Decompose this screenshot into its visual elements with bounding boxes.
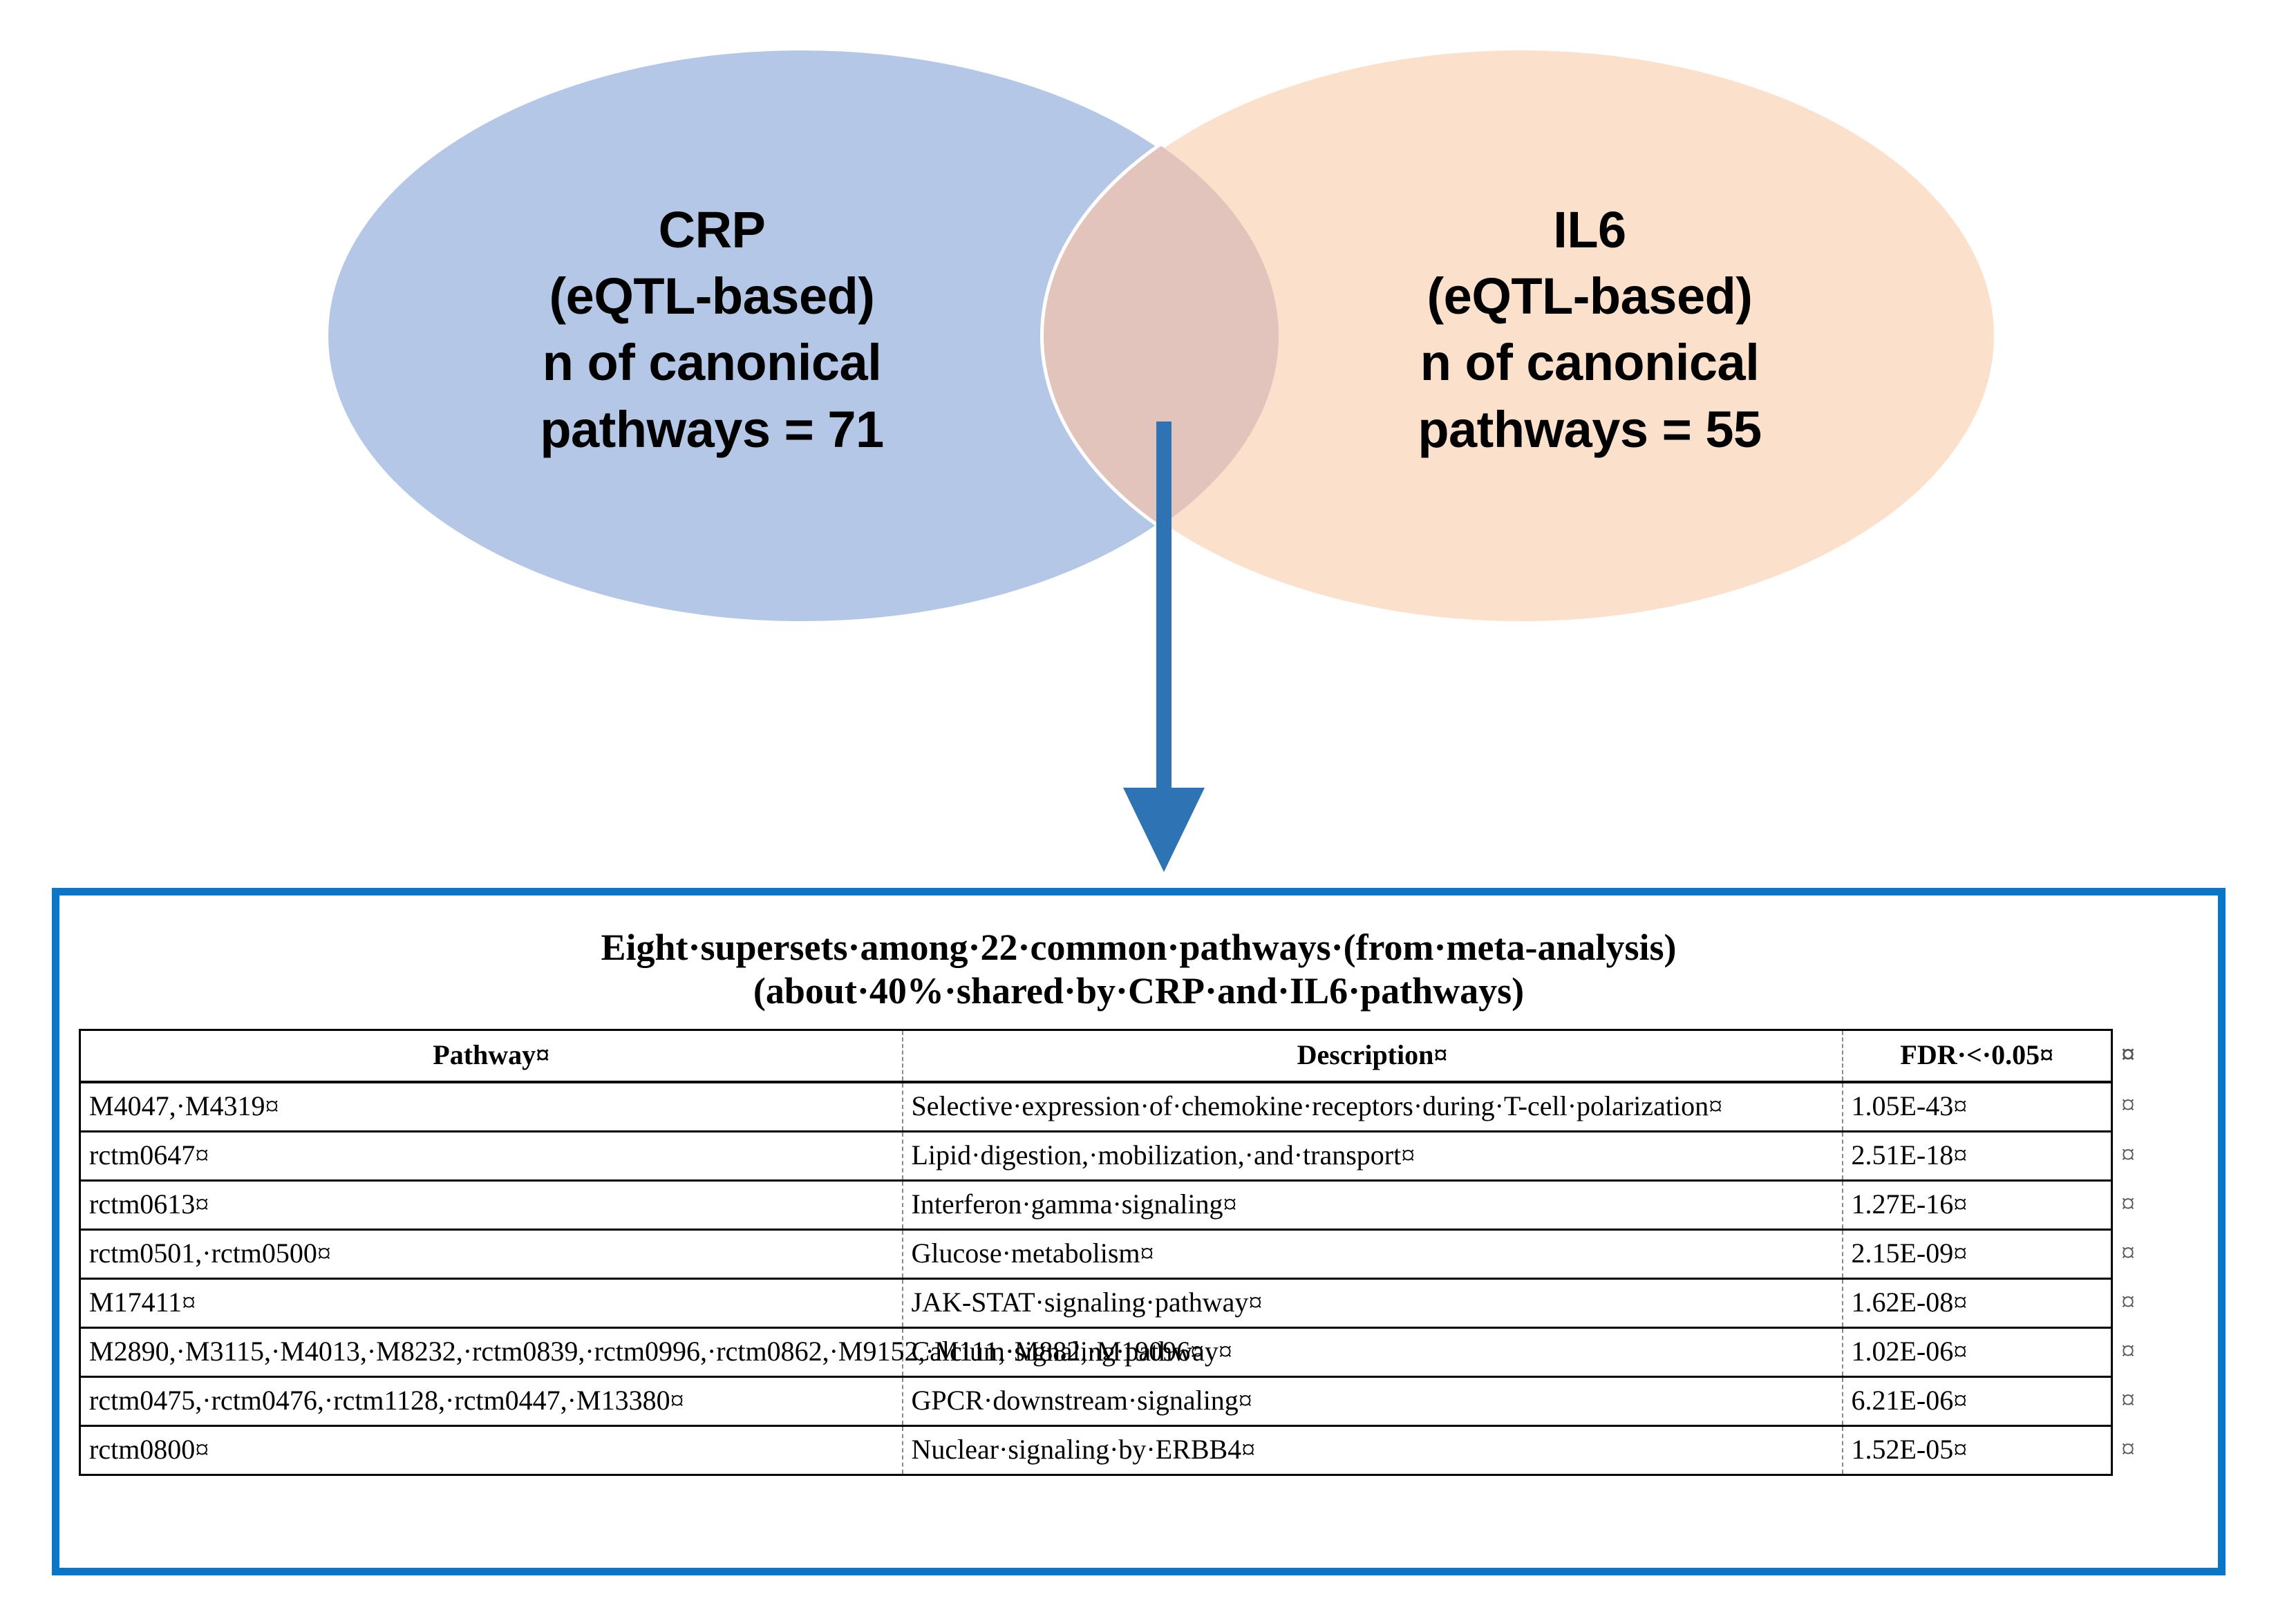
venn-label-crp: CRP (eQTL-based) n of canonical pathways… (456, 197, 968, 463)
cell-fdr: 6.21E-06¤ (1841, 1376, 2113, 1428)
column-header-description: Description¤ (901, 1029, 1843, 1084)
pathway-table: Pathway¤ Description¤ FDR·<·0.05¤ ¤ M404… (79, 1029, 2169, 1477)
venn-shapes (325, 47, 1997, 872)
cell-row-end: ¤ (2111, 1376, 2169, 1426)
venn-crp-line-3: n of canonical (542, 334, 882, 392)
cell-row-end: ¤ (2111, 1131, 2169, 1181)
table-row: M17411¤ JAK-STAT·signaling·pathway¤ 1.62… (79, 1278, 2169, 1329)
arrow-down-icon (1123, 421, 1205, 872)
cell-description: Nuclear·signaling·by·ERBB4¤ (901, 1425, 1843, 1477)
venn-il6-line-2: (eQTL-based) (1427, 267, 1753, 325)
cell-description: Glucose·metabolism¤ (901, 1229, 1843, 1280)
table-row: rctm0501,·rctm0500¤ Glucose·metabolism¤ … (79, 1229, 2169, 1280)
cell-fdr: 1.05E-43¤ (1841, 1081, 2113, 1133)
cell-description: GPCR·downstream·signaling¤ (901, 1376, 1843, 1428)
results-box: Eight·supersets·among·22·common·pathways… (52, 888, 2226, 1575)
column-header-row-end: ¤ (2111, 1030, 2169, 1083)
table-row: rctm0613¤ Interferon·gamma·signaling¤ 1.… (79, 1179, 2169, 1231)
venn-il6-line-1: IL6 (1553, 201, 1626, 258)
cell-pathway: rctm0501,·rctm0500¤ (79, 1229, 903, 1280)
cell-row-end: ¤ (2111, 1082, 2169, 1132)
cell-fdr: 2.51E-18¤ (1841, 1130, 2113, 1182)
cell-description: Selective·expression·of·chemokine·recept… (901, 1081, 1843, 1133)
venn-crp-line-2: (eQTL-based) (549, 267, 875, 325)
table-row: M4047,·M4319¤ Selective·expression·of·ch… (79, 1081, 2169, 1133)
table-row: rctm0475,·rctm0476,·rctm1128,·rctm0447,·… (79, 1376, 2169, 1428)
venn-diagram: CRP (eQTL-based) n of canonical pathways… (325, 47, 1997, 872)
cell-fdr: 1.52E-05¤ (1841, 1425, 2113, 1477)
table-header-row: Pathway¤ Description¤ FDR·<·0.05¤ ¤ (79, 1029, 2169, 1084)
venn-il6-line-4: pathways = 55 (1418, 400, 1762, 458)
cell-pathway: rctm0613¤ (79, 1179, 903, 1231)
table-row: M2890,·M3115,·M4013,·M8232,·rctm0839,·rc… (79, 1327, 2169, 1378)
venn-crp-line-4: pathways = 71 (540, 400, 884, 458)
cell-pathway: rctm0475,·rctm0476,·rctm1128,·rctm0447,·… (79, 1376, 903, 1428)
cell-fdr: 1.62E-08¤ (1841, 1278, 2113, 1329)
cell-description: JAK-STAT·signaling·pathway¤ (901, 1278, 1843, 1329)
cell-pathway: M2890,·M3115,·M4013,·M8232,·rctm0839,·rc… (79, 1327, 1204, 1378)
cell-row-end: ¤ (2111, 1327, 2169, 1377)
venn-label-il6: IL6 (eQTL-based) n of canonical pathways… (1334, 197, 1845, 463)
table-row: rctm0647¤ Lipid·digestion,·mobilization,… (79, 1130, 2169, 1182)
table-row: rctm0800¤ Nuclear·signaling·by·ERBB4¤ 1.… (79, 1425, 2169, 1477)
cell-row-end: ¤ (2111, 1278, 2169, 1328)
cell-fdr: 2.15E-09¤ (1841, 1229, 2113, 1280)
results-title-line-2: (about·40%·shared·by·CRP·and·IL6·pathway… (753, 969, 1525, 1012)
cell-row-end: ¤ (2111, 1229, 2169, 1279)
cell-row-end: ¤ (2111, 1425, 2169, 1475)
venn-crp-line-1: CRP (658, 201, 766, 258)
results-title-line-1: Eight·supersets·among·22·common·pathways… (601, 927, 1677, 968)
venn-il6-line-3: n of canonical (1420, 334, 1760, 392)
cell-fdr: 1.27E-16¤ (1841, 1179, 2113, 1231)
column-header-pathway: Pathway¤ (79, 1029, 903, 1084)
cell-description: Calcium·signaling·pathway¤ (901, 1327, 1843, 1378)
column-header-fdr: FDR·<·0.05¤ (1841, 1029, 2113, 1084)
cell-pathway: M4047,·M4319¤ (79, 1081, 903, 1133)
cell-pathway: rctm0647¤ (79, 1130, 903, 1182)
cell-fdr: 1.02E-06¤ (1841, 1327, 2113, 1378)
cell-description: Interferon·gamma·signaling¤ (901, 1179, 1843, 1231)
results-title: Eight·supersets·among·22·common·pathways… (59, 926, 2218, 1012)
cell-row-end: ¤ (2111, 1180, 2169, 1230)
cell-pathway: M17411¤ (79, 1278, 903, 1329)
cell-description: Lipid·digestion,·mobilization,·and·trans… (901, 1130, 1843, 1182)
cell-pathway: rctm0800¤ (79, 1425, 903, 1477)
